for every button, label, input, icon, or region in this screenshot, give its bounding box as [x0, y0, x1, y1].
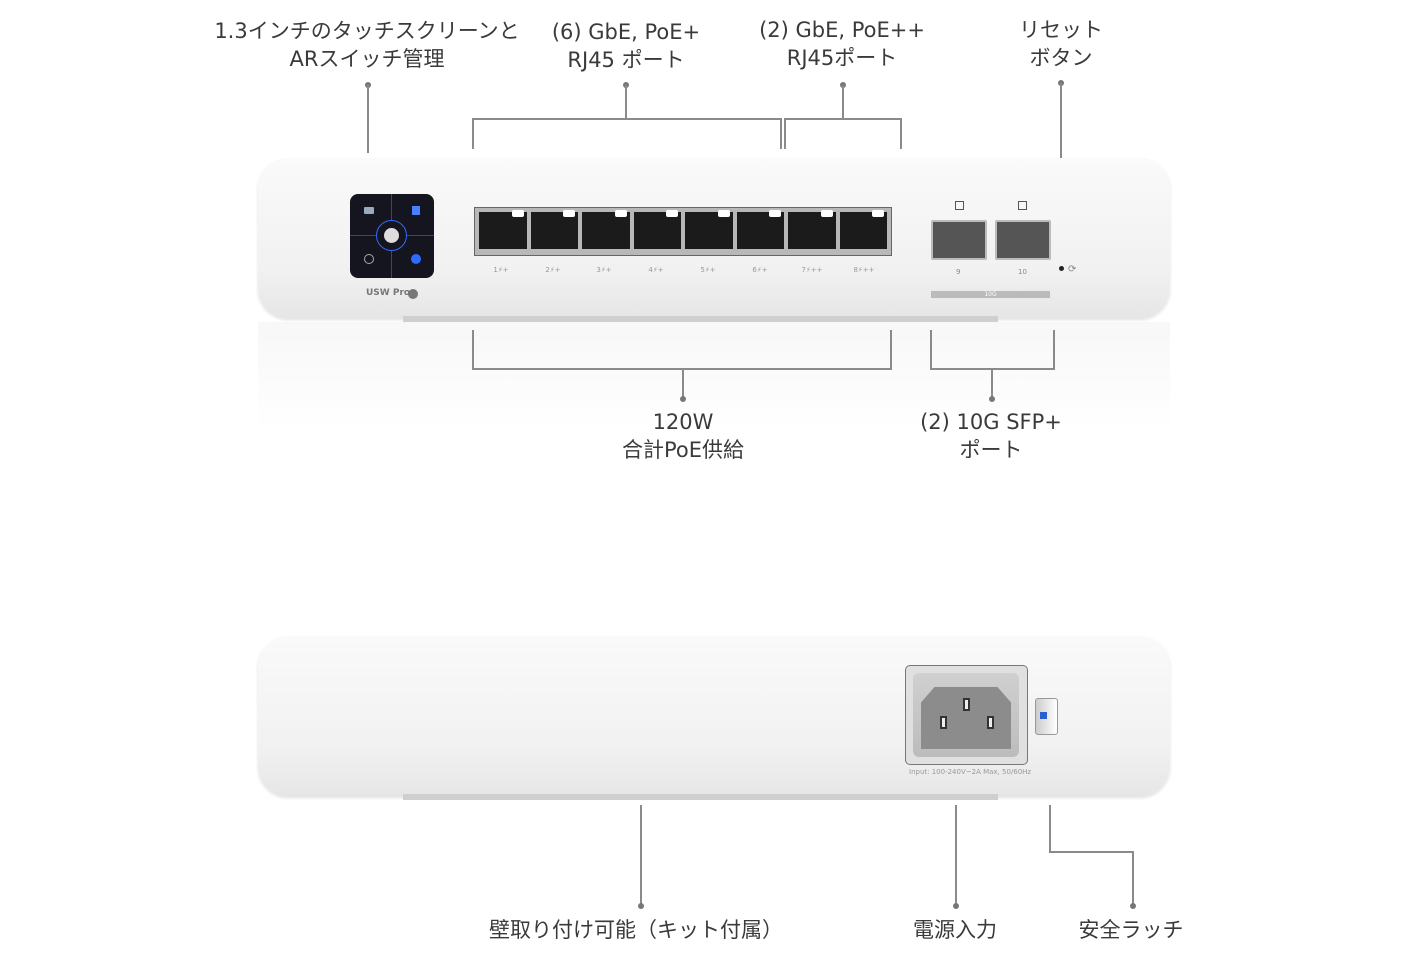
poe-icon: [408, 289, 418, 299]
switch-rear-panel: [258, 636, 1170, 796]
reset-button[interactable]: [1059, 266, 1064, 271]
callout-reset: リセットボタン: [1019, 18, 1103, 70]
rj45-port-1[interactable]: [479, 210, 527, 249]
callout-poe-plus-plus-ports: (2) GbE, PoE++RJ45ポート: [759, 18, 925, 70]
port-label: 4⚡+: [648, 266, 664, 274]
callout-wall-mount: 壁取り付け可能（キット付属）: [489, 918, 783, 942]
rj45-port-4[interactable]: [633, 210, 681, 249]
rj45-port-3[interactable]: [582, 210, 630, 249]
port-label: 5⚡+: [700, 266, 716, 274]
callout-safety-latch: 安全ラッチ: [1078, 918, 1184, 942]
device-foot: [403, 794, 998, 800]
port-label: 6⚡+: [752, 266, 768, 274]
rj45-port-2[interactable]: [530, 210, 578, 249]
sfp-speed-bar: 10G: [931, 291, 1050, 298]
stats-icon: [412, 206, 420, 215]
port-label: 7⚡++: [801, 266, 823, 274]
settings-icon: [411, 254, 421, 264]
rj45-port-6[interactable]: [736, 210, 784, 249]
model-label: USW Pro: [366, 288, 411, 298]
rj45-port-group: [474, 207, 892, 256]
port-label: 8⚡++: [853, 266, 875, 274]
callout-sfp-ports: (2) 10G SFP+ポート: [920, 410, 1062, 462]
callout-poe-plus-ports: (6) GbE, PoE+RJ45 ポート: [551, 20, 701, 72]
sfp-label: 10: [1018, 268, 1027, 276]
device-foot: [403, 316, 998, 322]
power-rating: Input: 100-240V~2A Max, 50/60Hz: [909, 768, 1032, 776]
reset-icon: ⟳: [1068, 264, 1077, 275]
rj45-port-8[interactable]: [839, 210, 887, 249]
touchscreen[interactable]: [350, 194, 434, 278]
unlock-icon: [1040, 712, 1047, 719]
sfp-label: 9: [956, 268, 961, 276]
network-icon: [364, 207, 374, 214]
port-label: 2⚡+: [545, 266, 561, 274]
sfp-port-9[interactable]: [931, 220, 987, 260]
rj45-port-5[interactable]: [685, 210, 733, 249]
sfp-led: [955, 201, 964, 210]
info-icon: [364, 254, 374, 264]
rj45-port-7[interactable]: [788, 210, 836, 249]
reflection: [258, 322, 1170, 432]
power-inlet[interactable]: [905, 665, 1028, 765]
sfp-port-10[interactable]: [995, 220, 1051, 260]
callout-power-input: 電源入力: [913, 918, 997, 942]
safety-latch[interactable]: [1035, 698, 1058, 735]
port-label: 1⚡+: [493, 266, 509, 274]
sfp-led: [1018, 201, 1027, 210]
port-label: 3⚡+: [596, 266, 612, 274]
